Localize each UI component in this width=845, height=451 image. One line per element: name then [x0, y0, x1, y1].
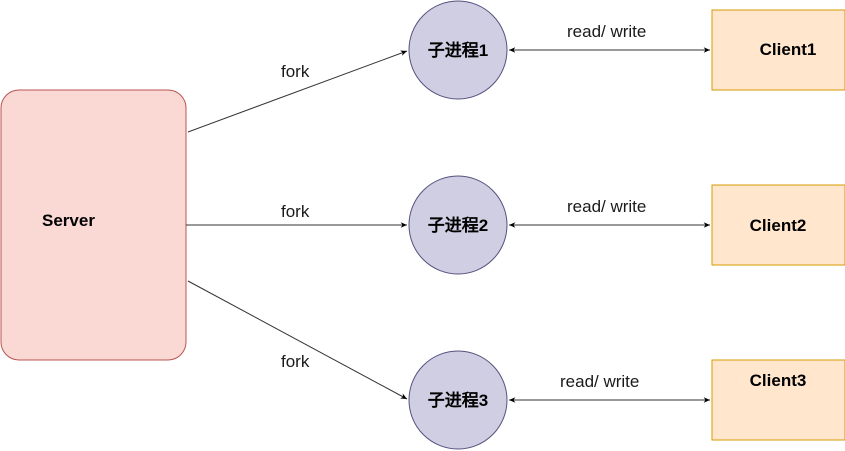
process-node-1 — [408, 0, 508, 100]
process-label-1: 子进程1 — [428, 41, 488, 60]
rw-label-3: read/ write — [560, 372, 639, 391]
client-box-3 — [711, 359, 845, 441]
fork-edge-1 — [187, 50, 408, 133]
fork-label-3: fork — [281, 352, 310, 371]
fork-label-2: fork — [281, 202, 310, 221]
fork-edge-3 — [187, 280, 408, 400]
client-box-2 — [711, 184, 845, 266]
server-label: Server — [42, 211, 95, 230]
fork-label-1: fork — [281, 62, 310, 81]
process-label-3: 子进程3 — [428, 391, 488, 410]
client-label-3: Client3 — [750, 371, 807, 390]
client-box-1 — [711, 9, 845, 91]
process-node-2 — [408, 175, 508, 275]
client-label-2: Client2 — [750, 216, 807, 235]
process-label-2: 子进程2 — [428, 216, 488, 235]
rw-label-1: read/ write — [567, 22, 646, 41]
process-node-3 — [408, 350, 508, 450]
client-label-1: Client1 — [760, 40, 817, 59]
rw-label-2: read/ write — [567, 197, 646, 216]
